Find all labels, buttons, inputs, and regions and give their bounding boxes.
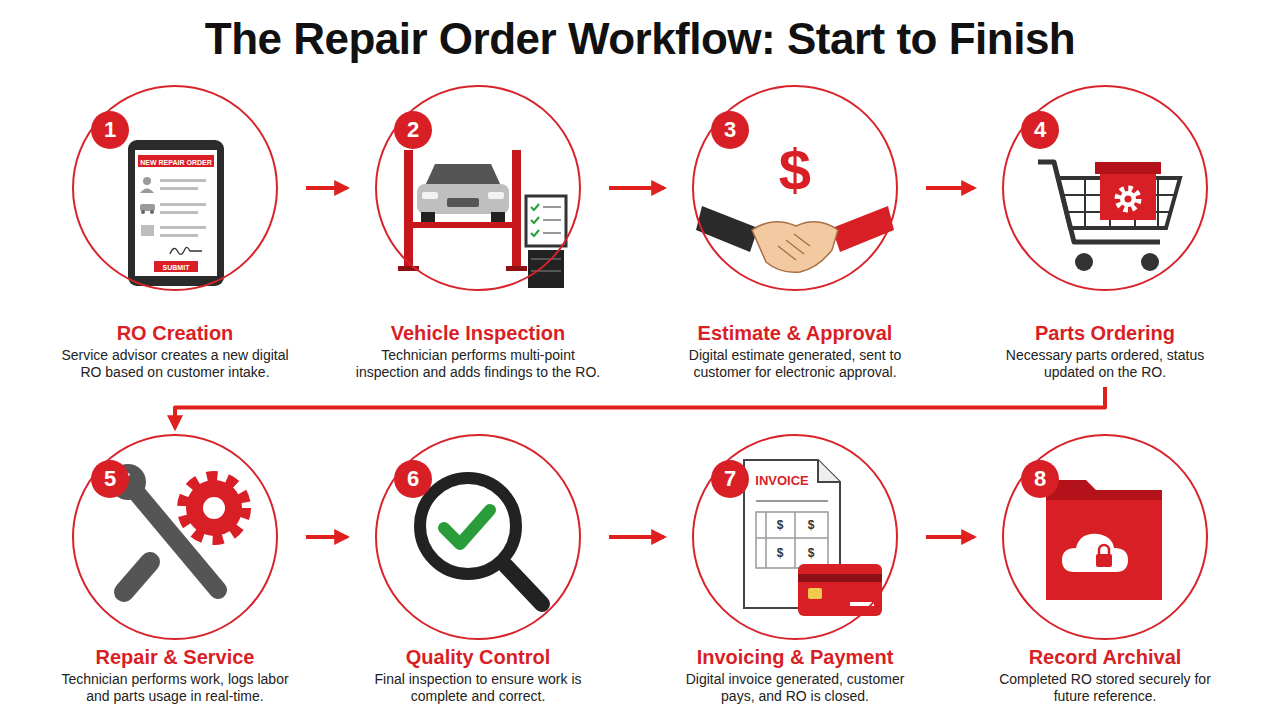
cart-icon [1038,162,1180,271]
flow-arrow [609,186,664,190]
step-circle: 6 [375,434,581,640]
process-step: 1 RO CreationService advisor creates a ne… [50,85,300,381]
step-number-badge: 3 [711,111,749,149]
step-title: Estimate & Approval [698,321,893,345]
step-description: Necessary parts ordered, status updated … [980,347,1230,381]
illustration-label: INVOICE [755,474,808,487]
process-step: 5Repair & ServiceTechnician performs wor… [50,434,300,705]
illustration-label: NEW REPAIR ORDER [140,158,211,165]
step-title: RO Creation [117,321,234,345]
invoice-icon [744,460,882,616]
illustration-label: $ [808,519,815,531]
callout-number: 6 [407,466,419,492]
car-lift-icon [398,150,566,288]
illustration-label: $ [779,141,811,199]
folder-icon [1046,480,1162,600]
flow-arrow [306,535,347,539]
step-circle: 5 [72,434,278,640]
step-description: Final inspection to ensure work is compl… [353,671,603,705]
flow-arrow [609,535,664,539]
step-title: Repair & Service [96,645,255,669]
step-number-badge: 4 [1021,111,1059,149]
step-circle: 8 [1002,434,1208,640]
step-title: Parts Ordering [1035,321,1175,345]
handshake-icon [696,206,894,272]
callout-number: 2 [407,117,419,143]
step-title: Invoicing & Payment [697,645,894,669]
callout-number: 5 [104,466,116,492]
step-title: Quality Control [406,645,550,669]
step-description: Digital estimate generated, sent to cust… [670,347,920,381]
step-description: Service advisor creates a new digital RO… [50,347,300,381]
flow-arrow [306,186,347,190]
step-number-badge: 6 [394,460,432,498]
flow-arrow [926,535,974,539]
illustration-label: $ [777,547,784,559]
process-step: 3Estimate & ApprovalDigital estimate gen… [670,85,920,381]
illustration-label: SUBMIT [163,263,190,270]
flow-arrow [175,387,1105,428]
diagram-title: The Repair Order Workflow: Start to Fini… [0,14,1280,64]
step-number-badge: 7 [711,460,749,498]
step-circle: 2 [375,85,581,291]
step-description: Digital invoice generated, customer pays… [670,671,920,705]
step-description: Technician performs multi-point inspecti… [353,347,603,381]
step-number-badge: 8 [1021,460,1059,498]
tablet-icon [128,140,224,286]
callout-number: 8 [1034,466,1046,492]
step-number-badge: 1 [91,111,129,149]
process-step: 6Quality ControlFinal inspection to ensu… [353,434,603,705]
callout-number: 1 [104,117,116,143]
illustration-label: $ [777,519,784,531]
flow-arrow [926,186,974,190]
step-number-badge: 2 [394,111,432,149]
callout-number: 3 [724,117,736,143]
process-step: 8Record ArchivalCompleted RO stored secu… [980,434,1230,705]
step-title: Vehicle Inspection [391,321,566,345]
step-number-badge: 5 [91,460,129,498]
step-title: Record Archival [1029,645,1182,669]
step-description: Technician performs work, logs labor and… [50,671,300,705]
step-description: Completed RO stored securely for future … [980,671,1230,705]
process-step: 4Parts OrderingNecessary parts ordered, … [980,85,1230,381]
magnifier-icon [420,478,542,604]
process-step: 2Vehicle InspectionTechnician performs m… [353,85,603,381]
step-circle: 1 [72,85,278,291]
step-circle: 7 [692,434,898,640]
illustration-label: $ [808,547,815,559]
step-circle: 4 [1002,85,1208,291]
callout-number: 4 [1034,117,1046,143]
callout-number: 7 [724,466,736,492]
